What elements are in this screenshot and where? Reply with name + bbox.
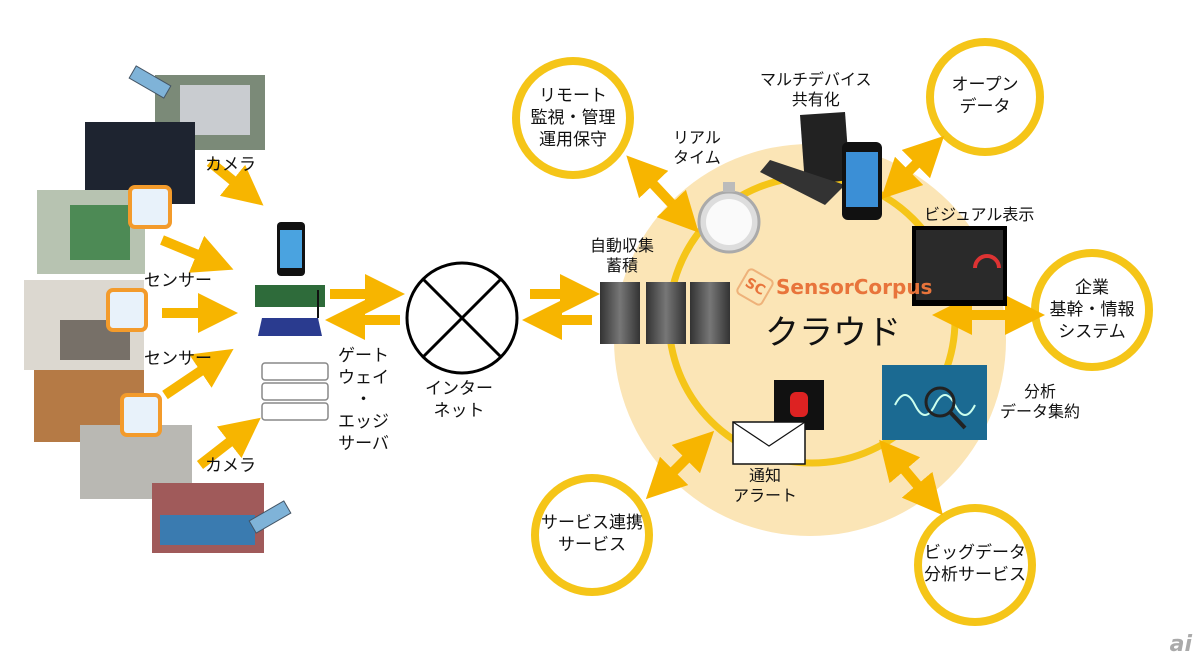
- remote-circle: [512, 57, 634, 179]
- gateway-devices: [255, 222, 329, 421]
- label-camera-top: カメラ: [205, 155, 256, 175]
- open-data-circle: [926, 38, 1044, 156]
- label-internet: インター ネット: [425, 379, 493, 421]
- sensor-chip-icons: [106, 185, 172, 437]
- label-analysis: 分析 データ集約: [1000, 382, 1081, 421]
- label-camera-bottom: カメラ: [205, 456, 256, 476]
- label-gateway: ゲート ウェイ ・ エッジ サーバ: [338, 346, 389, 454]
- label-multi-device: マルチデバイス 共有化: [760, 70, 872, 109]
- service-circle: [531, 474, 653, 596]
- label-realtime: リアル タイム: [673, 128, 721, 167]
- label-bigdata: ビッグデータ 分析サービス: [924, 543, 1026, 585]
- label-service: サービス連携 サービス: [541, 513, 643, 555]
- label-sensor-2: センサー: [144, 349, 212, 369]
- camera-icons: [128, 65, 292, 534]
- logo-mark-icon: SC: [734, 266, 776, 308]
- server-rack-icons: [600, 282, 730, 344]
- cloud-title: クラウド: [765, 313, 901, 353]
- sensorcorpus-logo: SC SensorCorpus: [734, 266, 933, 308]
- label-enterprise: 企業 基幹・情報 システム: [1049, 278, 1135, 342]
- label-storage: 自動収集 蓄積: [590, 236, 655, 275]
- stopwatch-icon: [697, 182, 761, 254]
- label-notify: 通知 アラート: [733, 466, 798, 505]
- laptop-phone-icon: [760, 112, 882, 220]
- mail-icon: [732, 421, 806, 465]
- label-open-data: オープン データ: [951, 75, 1019, 117]
- label-visual: ビジュアル表示: [924, 205, 1035, 224]
- logo-text: SensorCorpus: [776, 275, 933, 299]
- bigdata-circle: [914, 504, 1036, 626]
- analysis-icon: [882, 365, 987, 440]
- label-sensor-1: センサー: [144, 271, 212, 291]
- dashboard-icon: [912, 226, 1007, 306]
- internet-icon: [405, 261, 519, 375]
- watermark-logo: ai: [1169, 632, 1192, 657]
- label-remote: リモート 監視・管理 運用保守: [530, 86, 616, 150]
